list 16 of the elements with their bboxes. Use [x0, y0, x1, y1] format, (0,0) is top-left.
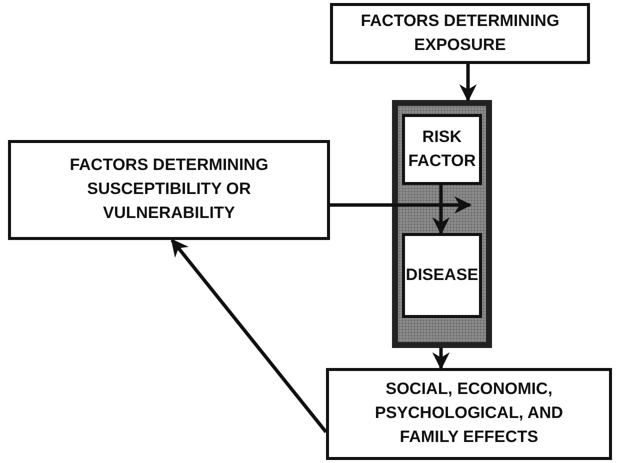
arrow	[432, 348, 450, 370]
group-box	[392, 100, 492, 348]
process-box	[402, 114, 482, 185]
arrow	[459, 64, 477, 102]
process-box	[330, 3, 590, 64]
process-box	[8, 140, 330, 240]
box-label: RISK FACTOR	[407, 126, 477, 172]
box-label: FACTORS DETERMINING SUSCEPTIBILITY OR VULNERABILITY	[68, 155, 270, 224]
arrow	[170, 238, 328, 434]
process-box	[326, 368, 612, 460]
box-label: DISEASE	[406, 264, 478, 286]
process-box	[402, 233, 482, 318]
box-label: SOCIAL, ECONOMIC, PSYCHOLOGICAL, AND FAMILY EFFECTS	[374, 379, 564, 448]
arrow	[330, 196, 472, 214]
box-label: FACTORS DETERMINING EXPOSURE	[360, 10, 560, 56]
arrow	[432, 185, 450, 235]
